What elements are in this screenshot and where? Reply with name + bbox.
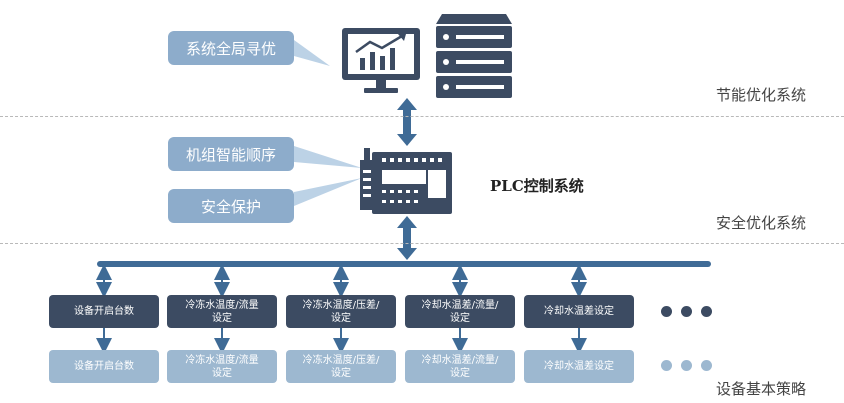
tier-divider-2 [0, 243, 844, 244]
strategy-connectors [96, 328, 587, 354]
bus-connectors [96, 264, 587, 298]
plc-bus-arrow [397, 216, 417, 260]
more-dot [661, 306, 672, 317]
server-rack-icon [436, 14, 512, 98]
callout-safety-protection: 安全保护 [168, 189, 294, 223]
tier-label-strategy: 设备基本策略 [716, 380, 807, 398]
strategy-box-light: 冷冻水温度/流量 设定 [167, 350, 277, 383]
strategy-box-dark: 冷却水温差设定 [524, 295, 634, 328]
strategy-box-light: 冷冻水温度/压差/ 设定 [286, 350, 396, 383]
plc-system-label: PLC控制系统 [490, 177, 584, 195]
more-dot [681, 360, 692, 371]
more-dot [701, 360, 712, 371]
strategy-box-light: 设备开启台数 [49, 350, 159, 383]
strategy-box-dark: 设备开启台数 [49, 295, 159, 328]
callout-pointer [294, 40, 330, 66]
plc-controller-icon [360, 148, 452, 214]
callout-unit-sequence: 机组智能顺序 [168, 137, 294, 171]
callout-pointer [294, 178, 362, 206]
more-dot [661, 360, 672, 371]
strategy-box-dark: 冷却水温差/流量/ 设定 [405, 295, 515, 328]
strategy-box-light: 冷却水温差设定 [524, 350, 634, 383]
callout-pointer [294, 146, 362, 168]
tier-divider-1 [0, 116, 844, 117]
monitor-plc-arrow [397, 98, 417, 146]
tier-label-safety: 安全优化系统 [716, 214, 807, 232]
tier-label-energy: 节能优化系统 [716, 86, 807, 104]
callout-global-optimization: 系统全局寻优 [168, 31, 294, 65]
strategy-box-dark: 冷冻水温度/流量 设定 [167, 295, 277, 328]
strategy-box-light: 冷却水温差/流量/ 设定 [405, 350, 515, 383]
monitor-chart-icon [342, 28, 420, 93]
more-dot [701, 306, 712, 317]
more-dot [681, 306, 692, 317]
strategy-box-dark: 冷冻水温度/压差/ 设定 [286, 295, 396, 328]
